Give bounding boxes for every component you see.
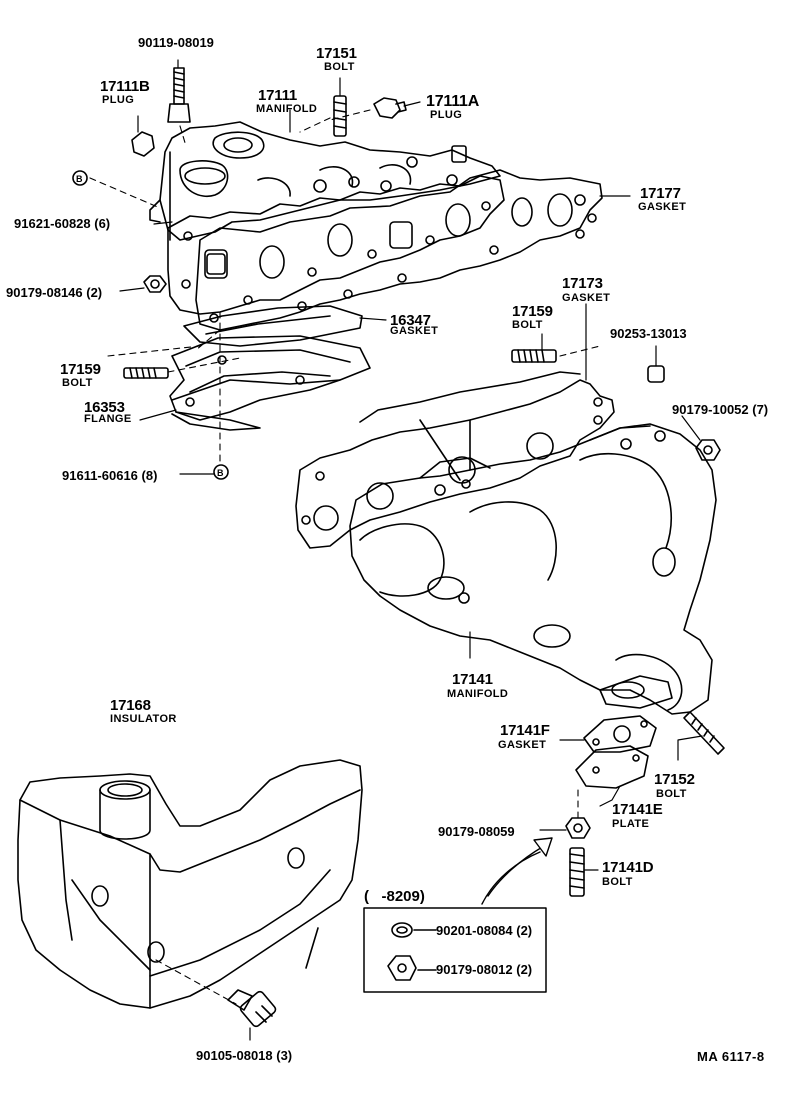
callout-17111b-number: 17111B <box>100 78 150 95</box>
callout-17111a-number: 17111A <box>426 93 480 110</box>
callout-17159-left-number: 17159 <box>60 361 101 378</box>
callout-91611-60616: 91611-60616 (8) <box>62 468 158 483</box>
callout-17141d-number: 17141D <box>602 859 654 876</box>
callout-17159-right-name: BOLT <box>512 319 543 331</box>
callout-90105-08018: 90105-08018 (3) <box>196 1048 293 1063</box>
callout-90253-13013: 90253-13013 <box>610 326 687 341</box>
variant-box <box>363 907 547 993</box>
callout-17141-number: 17141 <box>452 671 493 688</box>
callout-17173-name: GASKET <box>562 292 611 304</box>
intake-manifold-drawing <box>149 121 505 315</box>
callout-17159-left-name: BOLT <box>62 377 93 389</box>
callout-17152-name: BOLT <box>656 788 687 800</box>
callout-17151-number: 17151 <box>316 45 357 62</box>
insulator-drawing <box>17 759 363 1009</box>
callout-16347-name: GASKET <box>390 325 439 337</box>
callout-90179-08012: 90179-08012 (2) <box>436 962 533 977</box>
callout-17152-number: 17152 <box>654 771 695 788</box>
callout-90179-08059: 90179-08059 <box>438 824 515 839</box>
callout-17177-name: GASKET <box>638 201 687 213</box>
callout-17168-number: 17168 <box>110 697 151 714</box>
callout-17168-name: INSULATOR <box>110 713 177 725</box>
callout-17111-name: MANIFOLD <box>256 103 318 115</box>
drawing-code: MA 6117-8 <box>697 1049 765 1064</box>
callout-90179-08146: 90179-08146 (2) <box>6 285 103 300</box>
bolt-90105-drawing <box>227 989 277 1028</box>
callout-17111b-name: PLUG <box>102 94 135 106</box>
callout-17141f-number: 17141F <box>500 722 550 739</box>
callout-17141e-name: PLATE <box>612 818 650 830</box>
gasket-17177-drawing <box>195 169 603 331</box>
callout-91621-60828: 91621-60828 (6) <box>14 216 111 231</box>
callout-17141f-name: GASKET <box>498 739 547 751</box>
box-fasteners <box>387 922 437 981</box>
callout-90201-08084: 90201-08084 (2) <box>436 923 533 938</box>
callout-16347-number: 16347 <box>390 312 431 329</box>
svg-text:B: B <box>217 468 224 478</box>
right-fasteners-drawing <box>511 349 725 897</box>
callout-16353-name: FLANGE <box>84 413 132 425</box>
callout-17173-number: 17173 <box>562 275 603 292</box>
gasket-16347-drawing <box>183 305 363 347</box>
callout-17141e-number: 17141E <box>612 801 663 818</box>
callout-17111a-name: PLUG <box>430 109 463 121</box>
callout-17141d-name: BOLT <box>602 876 633 888</box>
pointer-arrow <box>481 837 553 905</box>
callout-17151-name: BOLT <box>324 61 355 73</box>
leader-lines <box>119 59 703 1041</box>
exhaust-manifold-drawing <box>349 423 717 715</box>
callout-90119-08019: 90119-08019 <box>138 35 214 50</box>
svg-text:B: B <box>76 174 83 184</box>
callout-90179-10052: 90179-10052 (7) <box>672 402 769 417</box>
callout-17177-number: 17177 <box>640 185 681 202</box>
callout-17111-number: 17111 <box>258 87 298 104</box>
dashed-guides <box>89 109 601 1005</box>
flange-16353-drawing <box>169 335 371 431</box>
callout-16353-number: 16353 <box>84 399 125 416</box>
variant-date-range: ( -8209) <box>364 888 425 905</box>
callout-17159-right-number: 17159 <box>512 303 553 320</box>
callout-17141-name: MANIFOLD <box>447 688 509 700</box>
